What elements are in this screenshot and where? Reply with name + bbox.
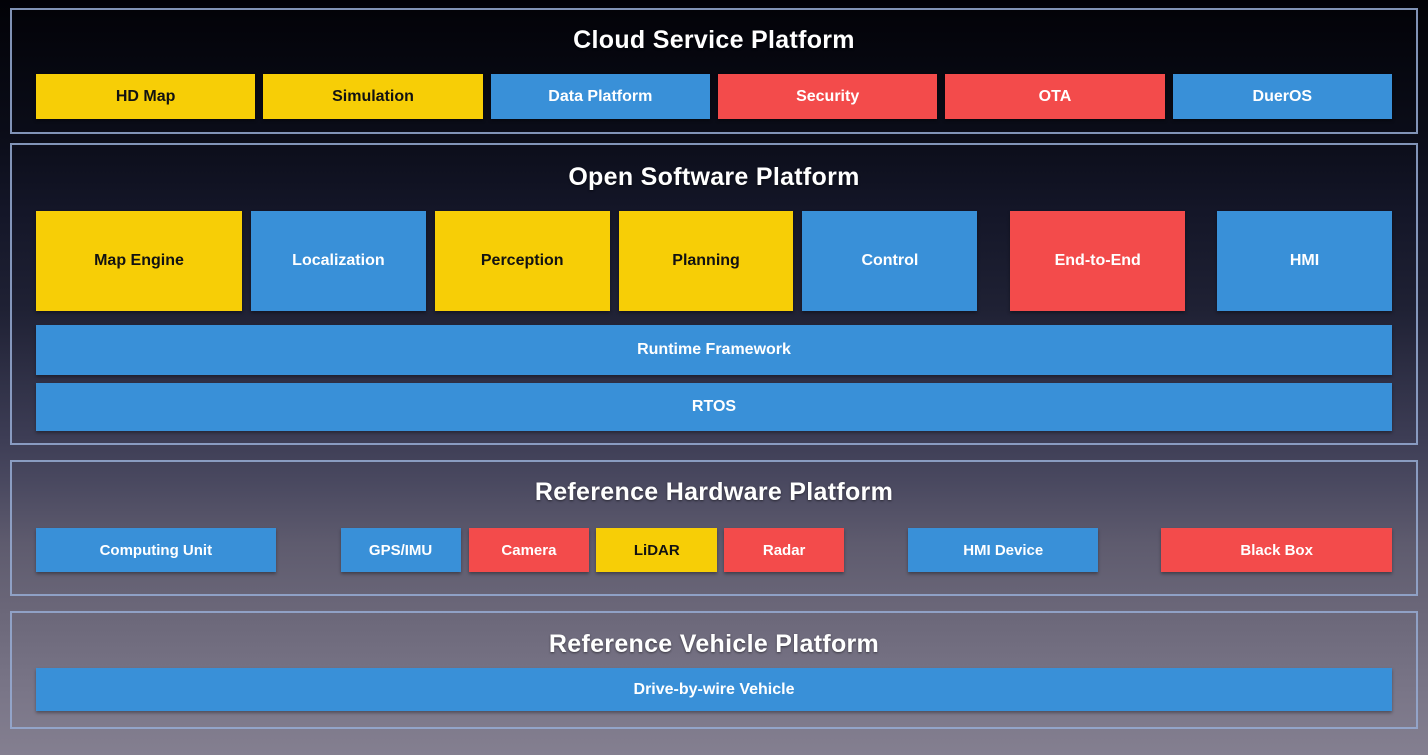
box-radar: Radar — [724, 528, 845, 572]
box-end-to-end: End-to-End — [1010, 211, 1186, 311]
box-planning: Planning — [618, 211, 794, 311]
bar-rtos: RTOS — [36, 383, 1392, 431]
box-camera: Camera — [468, 528, 590, 572]
box-ota: OTA — [945, 74, 1165, 119]
box-security: Security — [717, 74, 938, 119]
hardware-devices-row: Computing Unit GPS/IMU Camera LiDAR Rada… — [12, 528, 1416, 572]
box-control: Control — [802, 211, 978, 311]
box-hmi: HMI — [1217, 211, 1392, 311]
box-lidar: LiDAR — [596, 528, 718, 572]
software-modules-row: Map Engine Localization Perception Plann… — [12, 211, 1416, 311]
section-cloud-service-platform: Cloud Service Platform HD Map Simulation… — [10, 8, 1418, 134]
box-black-box: Black Box — [1161, 528, 1392, 572]
vehicle-section-title: Reference Vehicle Platform — [548, 630, 880, 658]
box-dueros: DuerOS — [1172, 74, 1392, 119]
bar-drive-by-wire-vehicle: Drive-by-wire Vehicle — [36, 668, 1392, 711]
box-computing-unit: Computing Unit — [36, 528, 276, 572]
hardware-section-title: Reference Hardware Platform — [534, 478, 894, 506]
section-reference-vehicle-platform: Reference Vehicle Platform Drive-by-wire… — [10, 611, 1418, 729]
section-reference-hardware-platform: Reference Hardware Platform Computing Un… — [10, 460, 1418, 596]
box-localization: Localization — [250, 211, 426, 311]
section-open-software-platform: Open Software Platform Map Engine Locali… — [10, 143, 1418, 445]
cloud-services-row: HD Map Simulation Data Platform Security… — [12, 74, 1416, 119]
box-hd-map: HD Map — [36, 74, 256, 119]
box-data-platform: Data Platform — [490, 74, 710, 119]
box-perception: Perception — [434, 211, 610, 311]
box-hmi-device: HMI Device — [908, 528, 1099, 572]
box-map-engine: Map Engine — [36, 211, 242, 311]
cloud-section-title: Cloud Service Platform — [573, 26, 855, 54]
bar-runtime-framework: Runtime Framework — [36, 325, 1392, 375]
box-simulation: Simulation — [263, 74, 483, 119]
software-section-title: Open Software Platform — [568, 163, 860, 191]
box-gps-imu: GPS/IMU — [340, 528, 461, 572]
